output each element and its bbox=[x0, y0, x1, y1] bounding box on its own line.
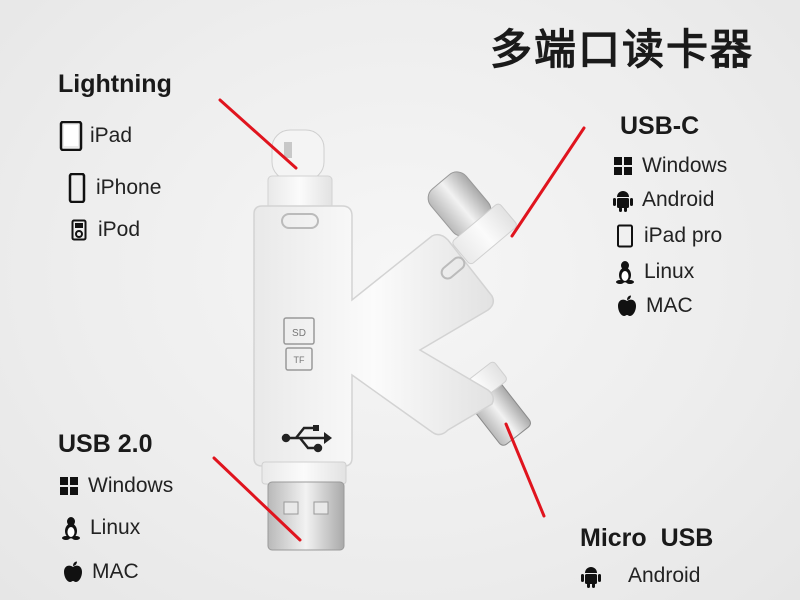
reader-body bbox=[253, 205, 495, 467]
micro-usb-item-android: Android bbox=[578, 562, 700, 590]
micro-usb-pointer bbox=[504, 422, 546, 518]
lightning-item-iphone: iPhone bbox=[64, 173, 161, 203]
usb-2-item-mac: MAC bbox=[60, 558, 139, 586]
lightning-item-ipod: iPod bbox=[66, 216, 140, 244]
apple-icon bbox=[60, 558, 86, 586]
tf-label: TF bbox=[294, 355, 305, 365]
ipad-icon bbox=[612, 222, 638, 250]
sd-label: SD bbox=[292, 328, 306, 339]
android-icon bbox=[578, 562, 604, 590]
page-title: 多端口读卡器 bbox=[490, 25, 755, 74]
usb-c-item-windows: Windows bbox=[610, 152, 727, 180]
apple-icon bbox=[614, 292, 640, 320]
usb-2-pointer bbox=[212, 456, 302, 542]
usb-c-item-ipad-pro: iPad pro bbox=[612, 222, 722, 250]
linux-icon bbox=[612, 258, 638, 286]
lightning-pointer bbox=[218, 98, 298, 170]
usb-2-item-windows: Windows bbox=[56, 472, 173, 500]
iphone-icon bbox=[64, 173, 90, 203]
usb-c-pointer bbox=[510, 126, 586, 238]
windows-icon bbox=[56, 472, 82, 500]
usb-symbol bbox=[281, 425, 332, 453]
usb-2-item-linux: Linux bbox=[58, 514, 140, 542]
lightning-item-ipad: iPad bbox=[58, 121, 132, 151]
usb-c-heading: USB-C bbox=[620, 112, 700, 140]
android-icon bbox=[610, 186, 636, 214]
usb-2-connector bbox=[261, 461, 347, 551]
linux-icon bbox=[58, 514, 84, 542]
windows-icon bbox=[610, 152, 636, 180]
lightning-connector bbox=[267, 129, 333, 211]
usb-c-item-android: Android bbox=[610, 186, 714, 214]
micro-usb-heading: Micro USB bbox=[580, 524, 714, 552]
usb-c-connector bbox=[427, 171, 517, 265]
sd-slot-marking: SD bbox=[283, 317, 315, 345]
ipad-icon bbox=[58, 121, 84, 151]
usb-c-item-linux: Linux bbox=[612, 258, 694, 286]
tf-slot-marking: TF bbox=[285, 347, 313, 371]
usb-c-item-mac: MAC bbox=[614, 292, 693, 320]
ipod-icon bbox=[66, 216, 92, 244]
usb-2-heading: USB 2.0 bbox=[58, 430, 153, 458]
pointer-lines bbox=[212, 98, 586, 542]
lightning-heading: Lightning bbox=[58, 70, 172, 98]
